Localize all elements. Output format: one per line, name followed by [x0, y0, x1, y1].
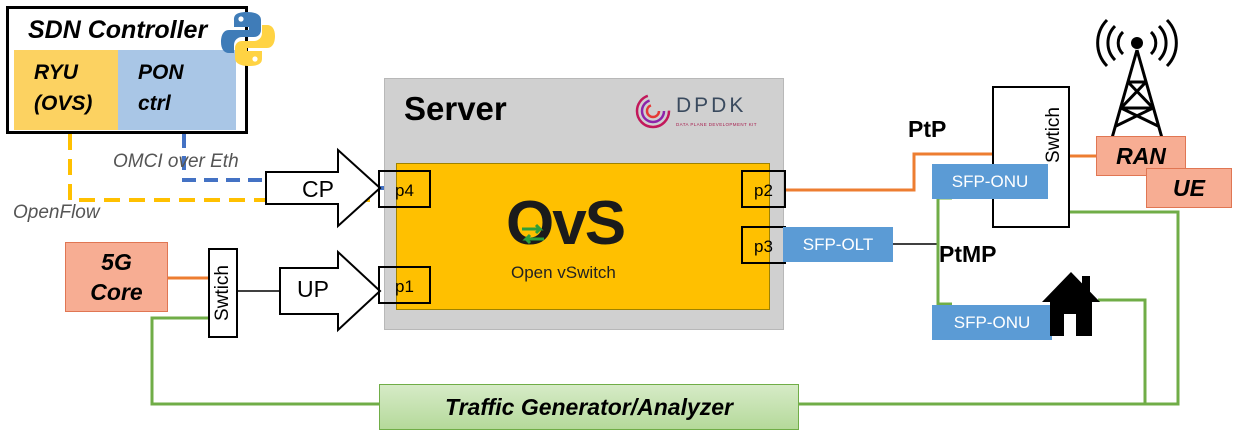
ryu-ovs-block: RYU (OVS)	[14, 50, 118, 130]
ptmp-label: PtMP	[939, 241, 997, 267]
traffic-generator-box: Traffic Generator/Analyzer	[379, 384, 799, 430]
port-p3: p3	[741, 226, 786, 264]
ovs-box	[396, 163, 770, 310]
ue-box: UE	[1146, 168, 1232, 208]
home-icon	[1042, 272, 1100, 336]
omci-label: OMCI over Eth	[113, 151, 239, 172]
dpdk-tagline: DATA PLANE DEVELOPMENT KIT	[676, 122, 757, 127]
sfp-onu-bottom-box: SFP-ONU	[932, 305, 1052, 340]
traffic-home-link	[1098, 298, 1147, 404]
ovs-logo: OvS	[506, 188, 626, 259]
traffic-left-link	[150, 316, 379, 406]
ctrl-label: ctrl	[138, 92, 171, 115]
openflow-link	[68, 134, 380, 202]
ovs-subtitle: Open vSwitch	[511, 263, 616, 282]
port-p4: p4	[378, 170, 431, 208]
ovs-swap-arrows-icon	[522, 223, 544, 245]
openflow-label: OpenFlow	[13, 202, 100, 223]
pon-ctrl-block: PON ctrl	[118, 50, 236, 130]
5g-core-line2: Core	[90, 279, 143, 305]
ptp-label: PtP	[908, 116, 947, 142]
left-switch: Swtich	[208, 248, 238, 338]
ryu-ovs-label: (OVS)	[34, 92, 93, 115]
radio-tower-icon	[1096, 18, 1178, 139]
ryu-label: RYU	[34, 61, 78, 84]
cp-arrow	[265, 147, 382, 229]
right-switch: Swtich	[992, 86, 1070, 228]
sfp-onu-top-box: SFP-ONU	[932, 164, 1048, 199]
dpdk-logo-icon	[635, 93, 671, 129]
left-switch-label: Swtich	[212, 265, 233, 321]
python-logo-icon	[221, 12, 275, 66]
sfp-olt-box: SFP-OLT	[783, 227, 893, 262]
cp-label: CP	[302, 176, 334, 202]
ptmp-bottom-branch	[936, 244, 952, 306]
ptmp-top-branch	[936, 196, 952, 244]
up-arrow	[279, 249, 382, 333]
right-switch-label: Swtich	[1043, 107, 1065, 163]
ptp-link	[786, 152, 992, 192]
omci-link	[182, 134, 266, 182]
sdn-controller-title: SDN Controller	[28, 16, 208, 44]
traffic-right-link	[799, 210, 1180, 406]
ovs-logo-text: OvS	[506, 189, 626, 258]
dpdk-logo-text: DPDK	[676, 94, 747, 117]
port-p1: p1	[378, 266, 431, 304]
pon-label: PON	[138, 61, 184, 84]
up-label: UP	[297, 276, 329, 302]
5g-core-box: 5G Core	[65, 242, 168, 312]
5g-core-line1: 5G	[101, 249, 132, 275]
port-p2: p2	[741, 170, 786, 208]
server-title: Server	[404, 90, 507, 127]
